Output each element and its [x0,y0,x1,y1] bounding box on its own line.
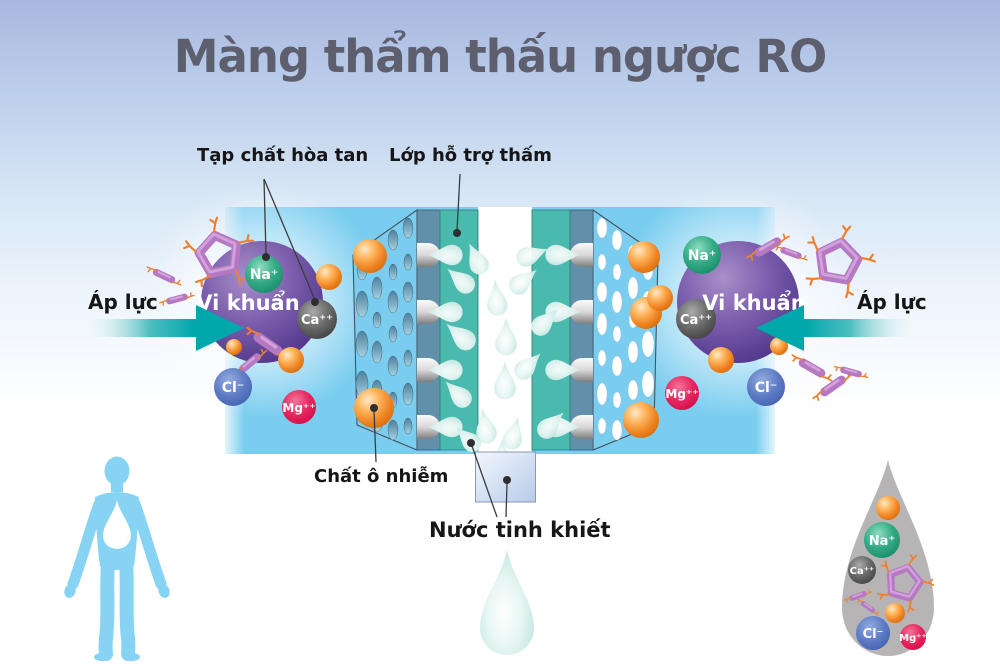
ca-label-waste: Ca⁺⁺ [850,566,875,577]
na-ion-waste [864,522,900,558]
mg-label-right: Mg⁺⁺ [665,387,698,401]
cl-ion-right [747,368,785,406]
pure-water-drop-icon [480,550,534,655]
label-support-layer: Lớp hỗ trợ thấm [389,145,552,166]
ca-ion-waste [848,556,876,584]
mg-ion-right [665,376,699,410]
pointer-lines [263,173,508,518]
cl-label-right: Cl⁻ [755,380,777,396]
cl-ion-waste [856,616,890,650]
bacteria-label-right: Vi khuẩn [702,290,805,315]
pointer-dots [262,229,511,484]
mg-ion-waste [900,624,926,650]
waste-droplet: Na⁺ Ca⁺⁺ Cl⁻ Mg⁺⁺ [842,460,940,656]
bacteria-label-left: Vi khuẩn [196,290,299,315]
label-contaminant: Chất ô nhiễm [314,466,449,487]
na-ion-right [683,236,721,274]
mg-label-left: Mg⁺⁺ [282,401,315,415]
contaminant-spheres-left [226,264,342,373]
ca-label-left: Ca⁺⁺ [301,313,333,328]
ca-label-right: Ca⁺⁺ [680,313,712,328]
label-pressure-right: Áp lực [857,290,927,314]
pressure-arrow-right-icon [756,305,912,351]
cl-label-left: Cl⁻ [222,380,244,396]
notches-right [570,243,593,439]
ca-ion-left [297,299,337,339]
ions-left: Na⁺ Ca⁺⁺ Cl⁻ Mg⁺⁺ [214,255,337,424]
label-pure-water: Nước tinh khiết [429,518,611,542]
human-figure [64,456,170,661]
pressure-arrow-left-icon [88,305,244,351]
mg-ion-left [282,390,316,424]
na-label-left: Na⁺ [250,267,279,283]
ions-right: Na⁺ Ca⁺⁺ Cl⁻ Mg⁺⁺ [665,236,785,410]
cl-label-waste: Cl⁻ [863,627,884,642]
label-pressure-left: Áp lực [88,290,158,314]
body-water-drop-icon [103,500,131,549]
contaminant-spheres-right [647,285,788,373]
mg-label-waste: Mg⁺⁺ [899,633,927,644]
label-dissolved-impurities: Tạp chất hòa tan [197,145,369,166]
page-title: Màng thẩm thấu ngược RO [173,30,828,83]
cl-ion-left [214,368,252,406]
na-label-right: Na⁺ [688,248,717,264]
na-label-waste: Na⁺ [869,534,896,549]
ca-ion-right [676,299,716,339]
na-ion-left [245,255,283,293]
